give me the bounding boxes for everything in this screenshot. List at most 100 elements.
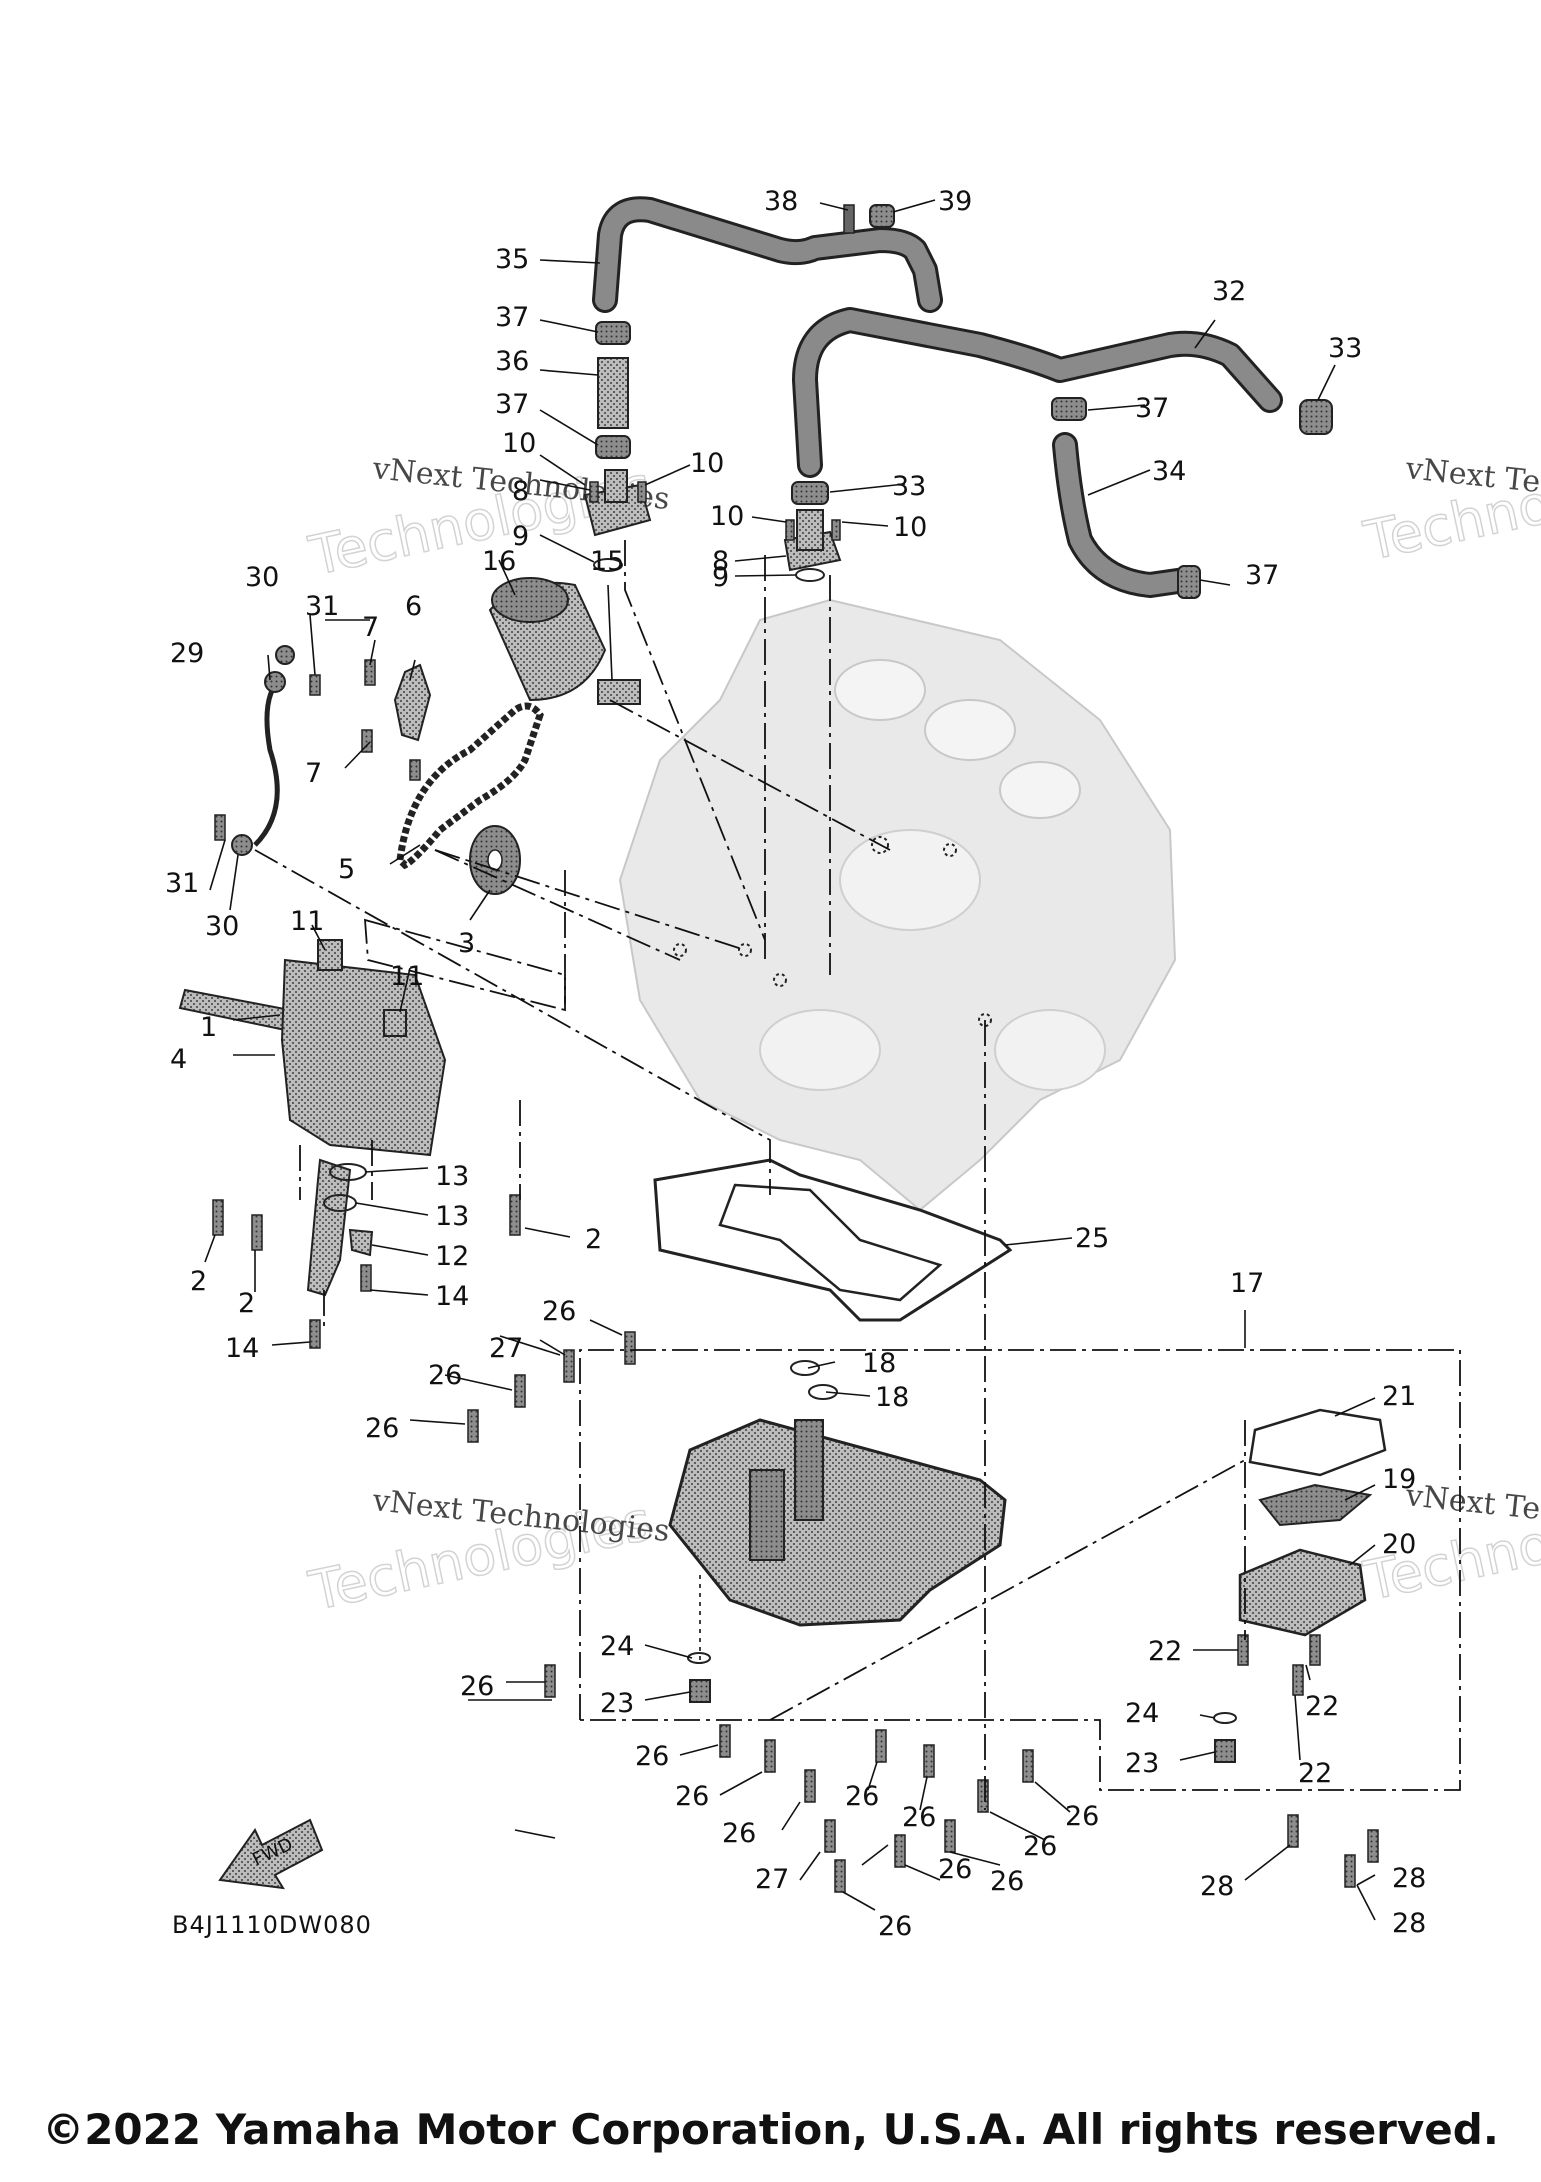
callout-24b: 24 (1125, 1698, 1159, 1729)
callout-5: 5 (338, 854, 355, 885)
callout-3: 3 (458, 928, 475, 959)
assembly-lines (254, 540, 1461, 1810)
callout-37b: 37 (495, 389, 529, 420)
callout-33b: 33 (892, 471, 926, 502)
oil-pump-chain (396, 702, 544, 870)
callout-31a: 31 (305, 591, 339, 622)
callout-29: 29 (170, 638, 204, 669)
callout-22c: 22 (1298, 1758, 1332, 1789)
callout-15: 15 (590, 546, 624, 577)
pan-cover-parts (1238, 1408, 1387, 1637)
callout-7b: 7 (305, 758, 322, 789)
callout-33a: 33 (1328, 333, 1362, 364)
callout-37c: 37 (1135, 393, 1169, 424)
diagram-code: B4J1110DW080 (172, 1911, 372, 1939)
union-bolt (597, 679, 641, 705)
drain-bolts (687, 1652, 1237, 1763)
callout-35: 35 (495, 244, 529, 275)
hose-36 (597, 357, 629, 429)
breather-hose-34 (1052, 432, 1198, 598)
callout-26g: 26 (722, 1818, 756, 1849)
callout-13b: 13 (435, 1201, 469, 1232)
callout-36: 36 (495, 346, 529, 377)
sensor-lead (231, 645, 295, 856)
callout-16: 16 (482, 546, 516, 577)
callout-9b: 9 (712, 562, 729, 593)
callout-26k: 26 (1023, 1831, 1057, 1862)
oil-pump-sprocket (469, 825, 521, 895)
callout-18b: 18 (875, 1382, 909, 1413)
callout-39: 39 (938, 186, 972, 217)
callout-8a: 8 (512, 476, 529, 507)
callout-4: 4 (170, 1044, 187, 1075)
callout-10a: 10 (502, 428, 536, 459)
callout-17: 17 (1230, 1268, 1264, 1299)
leader-lines (204, 199, 1376, 1921)
callout-labels: 1 2 2 2 3 4 5 6 7 7 8 8 9 9 10 10 10 10 … (165, 186, 1426, 1942)
copyright-notice: ©2022 Yamaha Motor Corporation, U.S.A. A… (42, 2105, 1499, 2154)
callout-22b: 22 (1305, 1691, 1339, 1722)
callout-28a: 28 (1200, 1871, 1234, 1902)
callout-26e: 26 (635, 1741, 669, 1772)
bolts (212, 481, 1379, 1893)
callout-26j: 26 (1065, 1801, 1099, 1832)
callout-26f: 26 (675, 1781, 709, 1812)
callout-24a: 24 (600, 1631, 634, 1662)
crankcase-ghost (618, 598, 1177, 1212)
callout-37a: 37 (495, 302, 529, 333)
chain-guide (393, 663, 432, 742)
callout-10c: 10 (710, 501, 744, 532)
callout-7a: 7 (362, 612, 379, 643)
callout-13a: 13 (435, 1161, 469, 1192)
callout-26n: 26 (878, 1911, 912, 1942)
callout-34: 34 (1152, 456, 1186, 487)
callout-6: 6 (405, 591, 422, 622)
callout-2c: 2 (238, 1288, 255, 1319)
callout-21: 21 (1382, 1381, 1416, 1412)
callout-26d: 26 (460, 1671, 494, 1702)
oil-pan (668, 1360, 1007, 1627)
callout-26h: 26 (845, 1781, 879, 1812)
oil-pump (178, 939, 447, 1297)
breather-flanges (583, 469, 842, 582)
callout-27a: 27 (489, 1333, 523, 1364)
callout-26b: 26 (428, 1360, 462, 1391)
callout-30b: 30 (205, 911, 239, 942)
callout-22a: 22 (1148, 1636, 1182, 1667)
gasket (653, 1158, 1013, 1322)
callout-2a: 2 (585, 1224, 602, 1255)
callout-30a: 30 (245, 562, 279, 593)
fwd-arrow-icon: FWD (218, 1818, 324, 1890)
callout-23a: 23 (600, 1688, 634, 1719)
callout-26i: 26 (902, 1802, 936, 1833)
callout-31b: 31 (165, 868, 199, 899)
callout-37d: 37 (1245, 560, 1279, 591)
callout-28b: 28 (1392, 1863, 1426, 1894)
callout-8b: 8 (712, 546, 729, 577)
callout-2b: 2 (190, 1266, 207, 1297)
callout-20: 20 (1382, 1529, 1416, 1560)
callout-38: 38 (764, 186, 798, 217)
callout-25: 25 (1075, 1223, 1109, 1254)
callout-10d: 10 (893, 512, 927, 543)
breather-hose-35 (592, 196, 943, 313)
callout-26a: 26 (542, 1296, 576, 1327)
callout-11b: 11 (390, 961, 424, 992)
callout-26l: 26 (990, 1866, 1024, 1897)
clamps (595, 204, 1333, 599)
callout-11a: 11 (290, 906, 324, 937)
callout-26c: 26 (365, 1413, 399, 1444)
callout-26m: 26 (938, 1854, 972, 1885)
callout-32: 32 (1212, 276, 1246, 307)
callout-1: 1 (200, 1012, 217, 1043)
callout-12: 12 (435, 1241, 469, 1272)
callout-28c: 28 (1392, 1908, 1426, 1939)
callout-10b: 10 (690, 448, 724, 479)
callout-9a: 9 (512, 521, 529, 552)
callout-19: 19 (1382, 1464, 1416, 1495)
callout-27b: 27 (755, 1864, 789, 1895)
callout-23b: 23 (1125, 1748, 1159, 1779)
callout-18a: 18 (862, 1348, 896, 1379)
callout-14a: 14 (435, 1281, 469, 1312)
